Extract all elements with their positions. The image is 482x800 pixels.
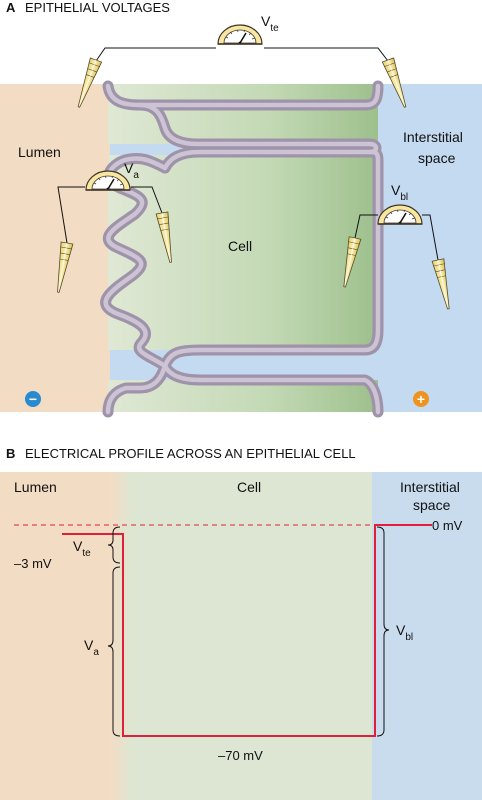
panel-a-title: EPITHELIAL VOLTAGES [25, 0, 170, 15]
vbl-brace [376, 526, 390, 737]
upper-cell-fragment [108, 84, 378, 144]
va-label: Va [124, 160, 139, 181]
wire-te-right [264, 47, 389, 62]
va-brace [107, 566, 121, 737]
vte-label: Vte [261, 13, 279, 34]
positive-badge: + [413, 391, 429, 407]
wire-bl-left [354, 214, 378, 239]
voltmeter-te: Vte [72, 13, 412, 110]
wire-a-right [131, 186, 163, 214]
vte-brace-label: Vte [73, 538, 91, 559]
vbl-brace-label: Vbl [396, 622, 413, 643]
va-brace-label: Va [84, 637, 99, 658]
vbl-label: Vbl [391, 182, 408, 203]
cell-label: Cell [228, 238, 252, 254]
profile-lumen-label: Lumen [14, 479, 57, 495]
panel-b-letter: B [6, 446, 15, 461]
positive-badge-circle [413, 391, 429, 407]
panel-a: A EPITHELIAL VOLTAGES [0, 0, 482, 418]
voltmeter-a: Va [52, 160, 177, 294]
profile-interstitial-label-line2: space [413, 497, 451, 513]
positive-sign: + [417, 391, 425, 407]
cell-mv-label: –70 mV [218, 748, 263, 763]
profile-interstitial-label-line1: Interstitial [400, 479, 460, 495]
voltmeter-bl: Vbl [338, 182, 455, 311]
profile-lumen-fade [110, 472, 132, 800]
panel-a-letter: A [6, 0, 16, 15]
profile-cell-region [132, 472, 372, 800]
lumen-mv-label: –3 mV [14, 556, 52, 571]
profile-interstitial-region [372, 472, 482, 800]
interstitial-label-line2: space [418, 150, 456, 166]
negative-sign: − [29, 391, 37, 407]
profile-lumen-region [0, 472, 110, 800]
wire-te-left [95, 47, 216, 62]
lumen-label: Lumen [18, 144, 61, 160]
meter-te-icon [217, 24, 263, 46]
cell-membranes [100, 80, 384, 418]
vte-brace [107, 526, 121, 564]
wire-a-left [57, 186, 85, 244]
panel-b: B ELECTRICAL PROFILE ACROSS AN EPITHELIA… [0, 446, 482, 800]
interstitial-label-line1: Interstitial [403, 129, 463, 145]
panel-b-title: ELECTRICAL PROFILE ACROSS AN EPITHELIAL … [25, 446, 356, 461]
lumen-region [0, 84, 110, 412]
negative-badge: − [25, 391, 41, 407]
negative-badge-circle [25, 391, 41, 407]
zero-mv-label: 0 mV [432, 518, 463, 533]
wire-bl-right [422, 214, 439, 261]
main-cell-body [108, 155, 378, 350]
profile-cell-label: Cell [237, 479, 261, 495]
